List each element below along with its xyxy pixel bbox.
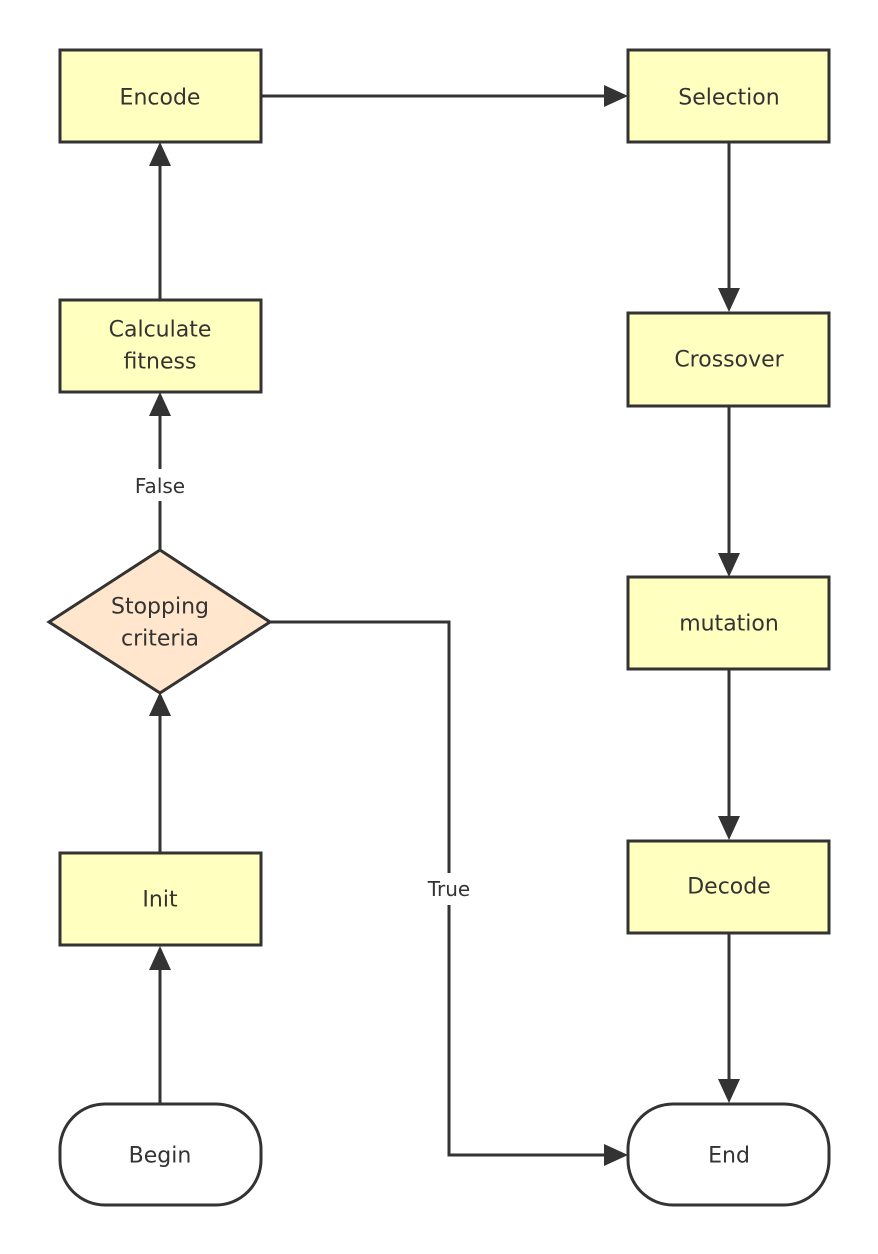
node-mutation: mutation [626,575,831,671]
edge-label-true: True [418,873,480,905]
svg-text:False: False [135,474,185,498]
edge-encode-to-selection [261,85,628,107]
svg-text:Stopping: Stopping [111,595,209,620]
edge-begin-to-init [149,946,171,1103]
svg-text:Begin: Begin [129,1144,192,1169]
node-end: End [626,1102,831,1207]
edge-init-to-stopping [149,692,171,852]
node-encode: Encode [58,48,263,144]
svg-text:Init: Init [142,888,178,913]
svg-text:Decode: Decode [687,875,771,900]
node-init: Init [58,851,263,947]
svg-text:End: End [708,1144,750,1169]
svg-text:Selection: Selection [678,86,779,111]
svg-text:Crossover: Crossover [674,348,784,373]
edge-calculate-to-encode [149,142,171,299]
edge-decode-to-end [718,933,740,1103]
edge-selection-to-crossover [718,142,740,312]
svg-text:Calculate: Calculate [109,318,212,343]
edge-crossover-to-mutation [718,406,740,577]
node-begin: Begin [58,1102,263,1207]
svg-text:fitness: fitness [124,350,197,375]
node-decode: Decode [626,839,831,935]
node-calculate-fitness: Calculate fitness [58,298,263,394]
edge-mutation-to-decode [718,669,740,840]
svg-text:Encode: Encode [120,86,201,111]
node-selection: Selection [626,48,831,144]
node-stopping-criteria: Stopping criteria [46,548,273,695]
svg-text:criteria: criteria [121,627,199,652]
svg-text:mutation: mutation [679,612,779,637]
edge-label-false: False [126,469,194,501]
svg-text:True: True [427,877,470,901]
node-crossover: Crossover [626,311,831,408]
